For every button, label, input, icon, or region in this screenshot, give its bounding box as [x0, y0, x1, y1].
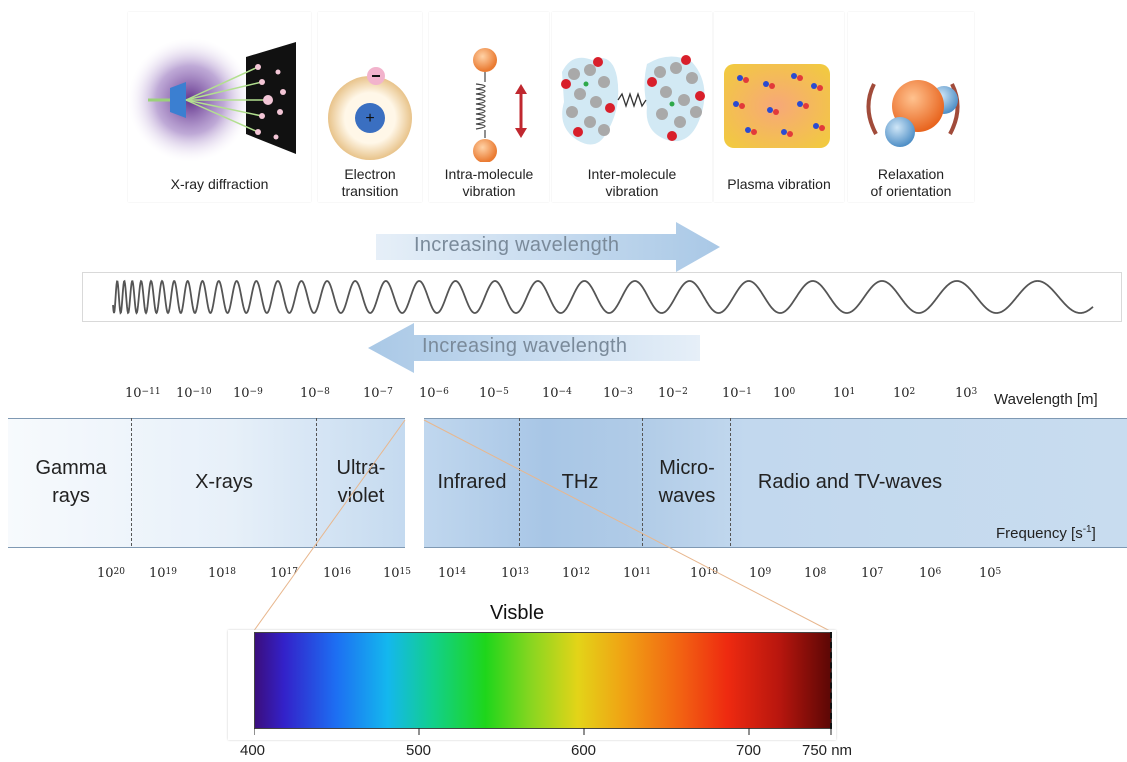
wavelength-tick: 10−11	[125, 386, 161, 401]
panel-plasma-vibration: Plasma vibration	[714, 12, 844, 202]
wavelength-tick: 10−6	[419, 386, 449, 401]
visible-end-marker	[830, 632, 832, 729]
wave-box	[82, 272, 1122, 322]
arrow-label-top: Increasing wavelength	[414, 234, 620, 256]
wavelength-tick: 10−4	[542, 386, 572, 401]
wavelength-tick: 103	[955, 386, 978, 401]
frequency-tick: 1013	[501, 566, 529, 581]
frequency-tick: 1016	[323, 566, 351, 581]
band-divider	[642, 418, 643, 546]
frequency-axis-text: Frequency [s	[996, 525, 1083, 542]
plasma-vibration-icon	[724, 64, 830, 148]
band-thz: THz	[561, 471, 599, 493]
visible-gap	[405, 418, 424, 548]
band-divider	[316, 418, 317, 546]
wavelength-tick: 10−1	[722, 386, 752, 401]
arrow-label-bottom: Increasing wavelength	[422, 335, 628, 357]
intra-molecule-vibration-icon	[473, 48, 527, 162]
electron-transition-icon: +	[328, 67, 412, 160]
process-label-intra-molecule-vibration: Intra-molecule vibration	[444, 166, 534, 199]
band-microwaves: Micro- waves	[658, 457, 716, 507]
frequency-tick: 1017	[270, 566, 298, 581]
visible-tick-700: 700	[736, 742, 762, 759]
frequency-tick: 106	[919, 566, 942, 581]
band-radio-tv: Radio and TV-waves	[757, 471, 943, 493]
arrow-right	[376, 222, 720, 272]
wavelength-tick: 10−10	[176, 386, 212, 401]
frequency-axis-close: ]	[1091, 525, 1096, 542]
band-divider	[519, 418, 520, 546]
frequency-tick: 1011	[623, 566, 651, 581]
wavelength-tick: 10−8	[300, 386, 330, 401]
frequency-tick: 1015	[383, 566, 411, 581]
panel-inter-molecule-vibration: Inter-molecule vibration	[552, 12, 712, 202]
spectrum-strip	[8, 418, 1127, 548]
wavelength-tick: 10−5	[479, 386, 509, 401]
wave	[112, 279, 1094, 315]
arrow-left	[368, 323, 700, 373]
frequency-tick: 1014	[438, 566, 466, 581]
band-divider	[730, 418, 731, 546]
frequency-tick: 107	[861, 566, 884, 581]
visible-tick-750: 750 nm	[802, 742, 853, 759]
process-label-plasma-vibration: Plasma vibration	[727, 176, 831, 192]
inter-molecule-vibration-icon	[561, 55, 705, 145]
frequency-tick: 105	[979, 566, 1002, 581]
band-infrared: Infrared	[437, 471, 507, 493]
wavelength-tick: 101	[833, 386, 856, 401]
wavelength-tick: 10−9	[233, 386, 263, 401]
panel-electron-transition: + Electron transition	[318, 12, 422, 202]
wavelength-tick: 10−3	[603, 386, 633, 401]
frequency-tick: 108	[804, 566, 827, 581]
process-label-inter-molecule-vibration: Inter-molecule vibration	[587, 166, 677, 199]
wavelength-tick: 10−7	[363, 386, 393, 401]
relaxation-orientation-icon	[866, 80, 960, 147]
x-ray-diffraction-icon	[128, 38, 296, 162]
svg-text:+: +	[365, 110, 374, 127]
frequency-axis-exponent: -1	[1082, 524, 1092, 535]
wavelength-axis-label: Wavelength [m]	[994, 391, 1098, 408]
process-label-relaxation-orientation: Relaxation of orientation	[870, 166, 952, 199]
frequency-tick: 1020	[97, 566, 125, 581]
visible-axis-ticks	[254, 728, 832, 735]
process-label-electron-transition: Electron transition	[341, 166, 399, 199]
wavelength-tick: 102	[893, 386, 916, 401]
wavelength-tick: 10−2	[658, 386, 688, 401]
panel-x-ray-diffraction: X-ray diffraction	[128, 12, 311, 202]
visible-tick-600: 600	[571, 742, 597, 759]
process-label-x-ray-diffraction: X-ray diffraction	[170, 176, 269, 192]
visible-tick-400: 400	[240, 742, 266, 759]
band-divider	[131, 418, 132, 546]
visible-spectrum-bar	[254, 632, 832, 729]
frequency-axis-label: Frequency [s-1]	[996, 524, 1096, 542]
band-x-rays: X-rays	[195, 471, 253, 493]
frequency-tick: 1012	[562, 566, 590, 581]
panel-intra-molecule-vibration: Intra-molecule vibration	[429, 12, 549, 202]
wavelength-tick: 100	[773, 386, 796, 401]
panel-relaxation-orientation: Relaxation of orientation	[848, 12, 974, 202]
frequency-tick: 109	[749, 566, 772, 581]
band-ultraviolet: Ultra- violet	[336, 457, 386, 507]
visible-tick-500: 500	[406, 742, 432, 759]
wave-line	[112, 279, 1094, 315]
visible-title: Visble	[490, 602, 545, 624]
frequency-tick: 1018	[208, 566, 236, 581]
frequency-tick: 1010	[690, 566, 718, 581]
frequency-tick: 1019	[149, 566, 177, 581]
band-gamma-rays: Gamma rays	[35, 457, 107, 507]
